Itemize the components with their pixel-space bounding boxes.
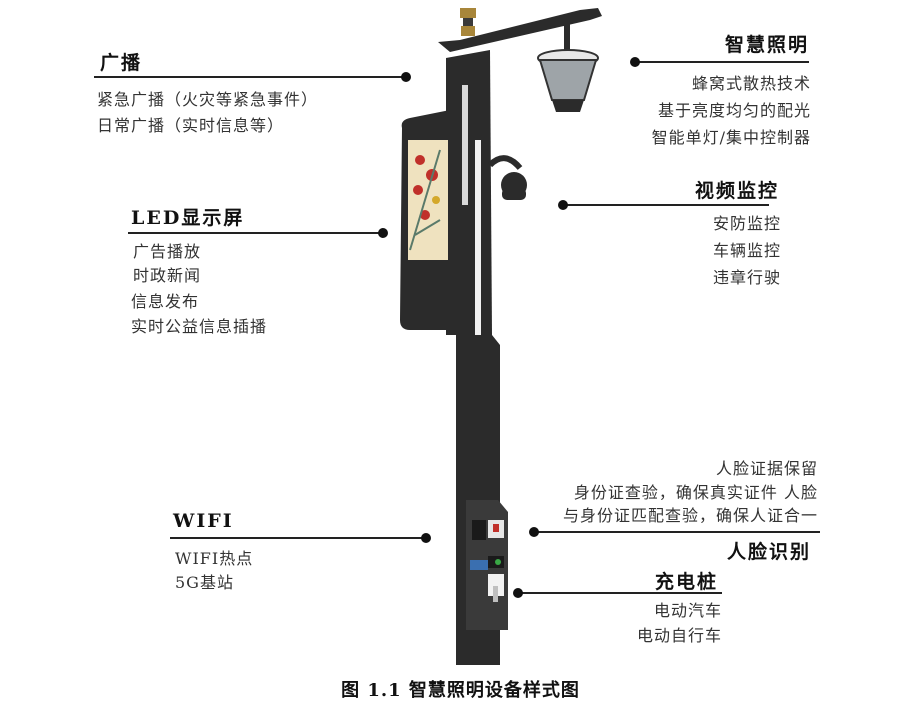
lighting-item: 智能单灯/集中控制器 — [651, 128, 811, 147]
face-item: 身份证查验，确保真实证件 人脸 — [573, 483, 818, 502]
broadcast-item: 日常广播（实时信息等） — [97, 116, 285, 135]
led-screen-anchor-dot — [378, 228, 388, 238]
wifi-anchor-dot — [421, 533, 431, 543]
charging-leader-line — [518, 592, 722, 594]
video-title: 视频监控 — [694, 180, 779, 202]
lighting-leader-line — [633, 61, 809, 63]
street-lamp-icon — [537, 49, 599, 112]
charging-anchor-dot — [513, 588, 523, 598]
finial-icon — [460, 8, 476, 36]
wifi-item: 5G基站 — [175, 573, 234, 592]
wifi-title: WIFI — [173, 510, 234, 532]
wifi-item: WIFI热点 — [175, 549, 254, 568]
video-item: 违章行驶 — [712, 268, 781, 287]
charging-kiosk — [466, 500, 508, 630]
broadcast-leader-line — [94, 76, 406, 78]
charging-title: 充电桩 — [654, 571, 718, 593]
wifi-leader-line — [170, 537, 426, 539]
video-item: 安防监控 — [712, 214, 781, 233]
charging-item: 电动自行车 — [636, 626, 722, 645]
upper-pole — [446, 50, 492, 335]
video-item: 车辆监控 — [712, 241, 781, 260]
lighting-anchor-dot — [630, 57, 640, 67]
led-screen-title: LED显示屏 — [131, 207, 245, 229]
face-title: 人脸识别 — [726, 541, 811, 563]
lighting-item: 蜂窝式散热技术 — [691, 74, 811, 93]
led-screen-item: 广告播放 — [133, 242, 202, 261]
video-leader-line — [563, 204, 769, 206]
smart-pole-illustration — [400, 8, 602, 665]
charging-item: 电动汽车 — [653, 601, 722, 620]
led-screen-leader-line — [128, 232, 383, 234]
cross-arm — [438, 8, 602, 52]
led-screen-painting — [408, 140, 448, 260]
video-anchor-dot — [558, 200, 568, 210]
broadcast-anchor-dot — [401, 72, 411, 82]
broadcast-title: 广播 — [100, 52, 143, 74]
lighting-title: 智慧照明 — [724, 34, 809, 56]
led-screen-item: 时政新闻 — [133, 266, 202, 285]
camera-icon — [487, 155, 527, 200]
face-item: 与身份证匹配查验，确保人证合一 — [562, 506, 818, 525]
figure-caption: 图 1.1 智慧照明设备样式图 — [341, 680, 580, 701]
led-screen-item: 信息发布 — [131, 292, 200, 311]
face-item: 人脸证据保留 — [715, 459, 818, 478]
led-screen-item: 实时公益信息插播 — [131, 317, 268, 336]
face-anchor-dot — [529, 527, 539, 537]
face-leader-line — [534, 531, 820, 533]
lighting-item: 基于亮度均匀的配光 — [657, 101, 811, 120]
broadcast-item: 紧急广播（火灾等紧急事件） — [97, 90, 319, 109]
